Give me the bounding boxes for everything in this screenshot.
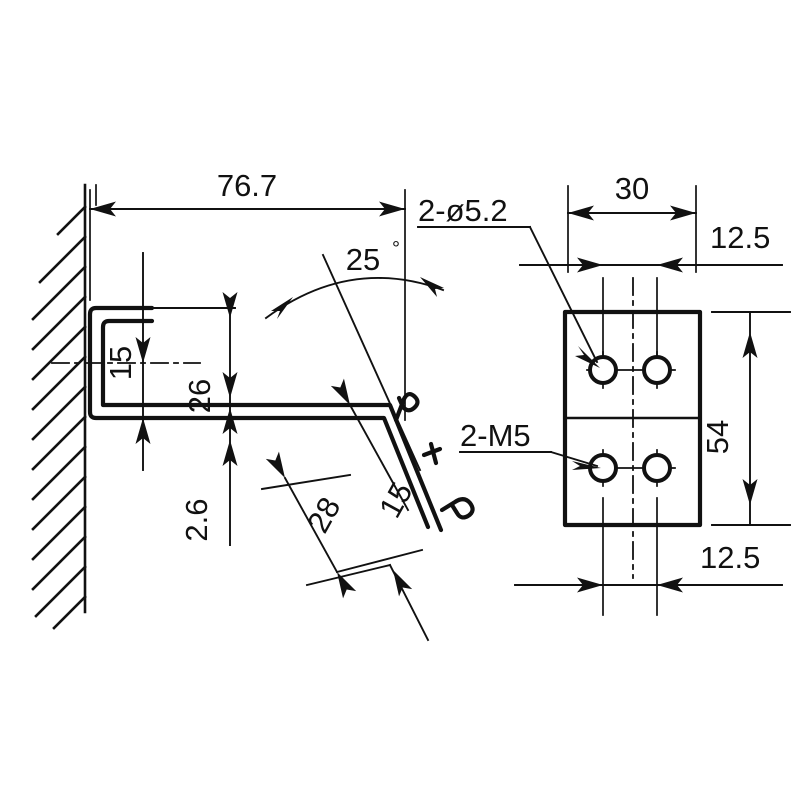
- dim-label-30: 30: [615, 171, 649, 206]
- callout-label-2-m5: 2-M5: [460, 418, 531, 453]
- dimension-margin-top-12-5: 12.5: [519, 220, 783, 273]
- bracket-inner-contour: [100, 318, 444, 533]
- bracket-upper-hook: [393, 391, 420, 423]
- dim-label-25: 25: [346, 242, 380, 277]
- leader-line-m5: [549, 450, 599, 468]
- dimension-flange-15: 15: [103, 252, 201, 380]
- left-view-centerlines: [51, 184, 201, 364]
- angle-arrow-left: [271, 297, 293, 319]
- dimension-plate-height-54: 54: [700, 311, 791, 526]
- plate-holes: [588, 355, 672, 483]
- leader-arrow-5-2: [575, 346, 600, 368]
- callout-threaded-holes: 2-M5: [459, 418, 601, 470]
- bracket-mid-barb: [421, 441, 443, 466]
- dim-label-15: 15: [103, 346, 138, 380]
- leader-arrow-m5: [572, 461, 601, 470]
- ext-line-28-a: [260, 473, 352, 491]
- callout-label-2-o5-2: 2-ø5.2: [418, 193, 508, 228]
- hole-bottom-right: [642, 453, 672, 483]
- hole-top-left: [588, 355, 618, 385]
- dimension-margin-bottom-12-5: 12.5: [514, 540, 783, 593]
- dimension-angle-25: 25 °: [264, 238, 445, 472]
- ext-line-15-angled-b: [335, 548, 424, 574]
- dimension-web-26: 26: [135, 292, 238, 471]
- callout-clearance-holes: 2-ø5.2: [417, 193, 600, 368]
- dim-label-54: 54: [700, 420, 735, 454]
- dim-line-28: [283, 476, 339, 574]
- bracket-lower-hook: [439, 497, 475, 520]
- wall-assembly: [31, 183, 87, 630]
- hole-top-right: [642, 355, 672, 385]
- bracket-side-profile: [87, 305, 475, 533]
- dim-label-12-5-bottom: 12.5: [700, 540, 760, 575]
- angle-ref-line: [321, 253, 422, 472]
- leader-line-5-2: [528, 225, 599, 364]
- dim-line-15-angled: [348, 403, 410, 512]
- bracket-outer-contour: [87, 305, 431, 530]
- dim-label-76-7: 76.7: [217, 168, 277, 203]
- wall-hatching: [31, 205, 87, 630]
- dimension-overall-length: 76.7: [89, 168, 406, 421]
- dim-label-26: 26: [182, 379, 217, 413]
- dim-label-12-5-top: 12.5: [710, 220, 770, 255]
- ext-line-28-b: [305, 563, 392, 587]
- dim-label-degree-symbol: °: [392, 238, 400, 260]
- dimension-plate-width-30: 30: [567, 171, 697, 273]
- angle-arrow-right: [420, 277, 444, 297]
- dim-label-2-6: 2.6: [179, 498, 214, 541]
- dimension-thickness-2-6: 2.6: [179, 372, 238, 546]
